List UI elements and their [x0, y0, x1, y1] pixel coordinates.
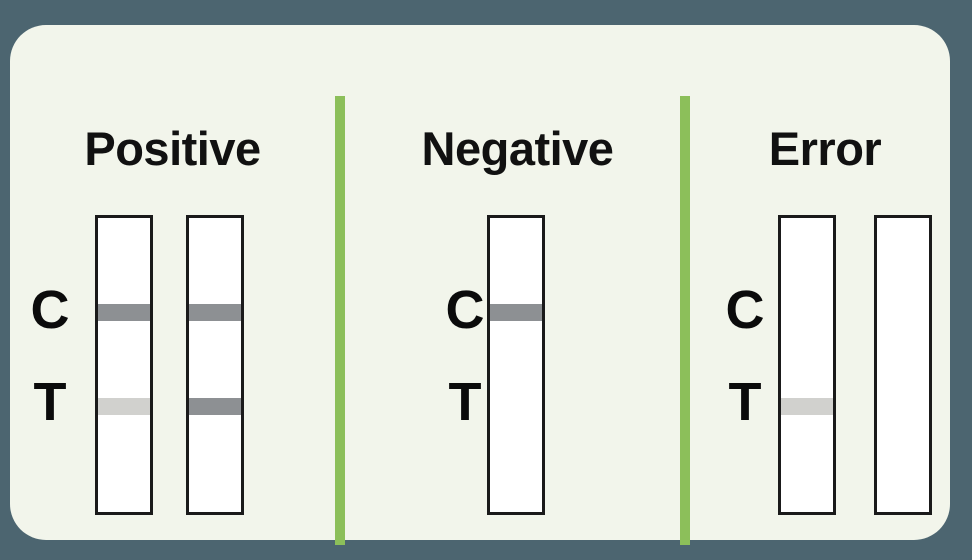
panel-title-negative: Negative [421, 122, 614, 175]
test-strip-negative-1 [487, 215, 545, 515]
test-band-positive-2 [189, 398, 241, 415]
panel-title-positive: Positive [84, 122, 261, 175]
panel-negative: Negative C T [355, 25, 680, 540]
test-band-positive-1 [98, 398, 150, 415]
test-strip-positive-1 [95, 215, 153, 515]
control-label-positive: C [30, 280, 70, 340]
test-band-error-1 [781, 398, 833, 415]
test-strip-positive-2 [186, 215, 244, 515]
panel-positive: Positive C T [10, 25, 335, 540]
panel-error: Error C T [700, 25, 950, 540]
control-label-negative: C [445, 280, 485, 340]
panel-divider-2 [680, 96, 690, 545]
control-band-negative-1 [490, 304, 542, 321]
test-label-error: T [728, 372, 762, 432]
panel-divider-1 [335, 96, 345, 545]
result-legend-card: Positive C T Negative C T [10, 25, 950, 545]
control-band-positive-1 [98, 304, 150, 321]
test-strip-error-1 [778, 215, 836, 515]
test-strip-error-2 [874, 215, 932, 515]
test-label-positive: T [33, 372, 67, 432]
control-band-positive-2 [189, 304, 241, 321]
panel-title-error: Error [768, 122, 882, 175]
control-label-error: C [725, 280, 765, 340]
test-label-negative: T [448, 372, 482, 432]
